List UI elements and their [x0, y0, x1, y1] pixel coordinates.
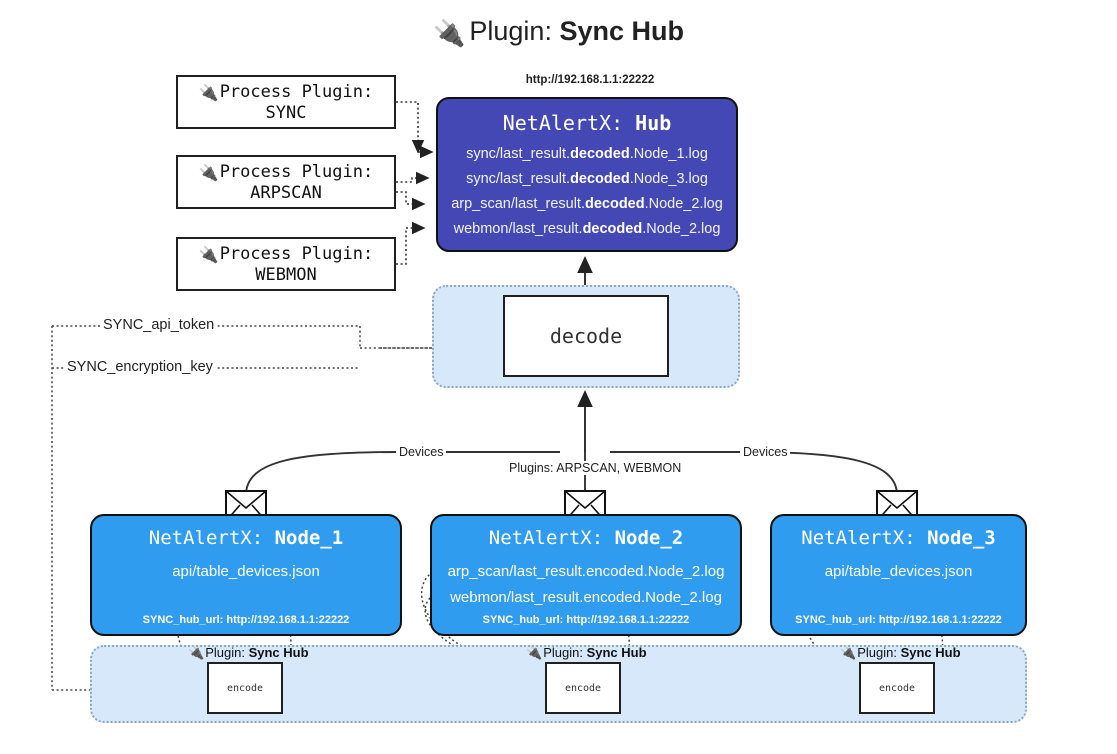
node-box-node-3[interactable]: NetAlertX: Node_3 api/table_devices.json… — [770, 514, 1027, 636]
hub-title-name: Hub — [635, 111, 672, 135]
config-var-api-token: SYNC_api_token — [100, 317, 218, 333]
encoder-plugin-label-2: 🔌Plugin: Sync Hub — [526, 645, 647, 660]
decode-box[interactable]: decode — [503, 295, 669, 377]
encoder-plugin-label-1: 🔌Plugin: Sync Hub — [188, 645, 309, 660]
node-title: NetAlertX: Node_3 — [801, 527, 996, 549]
plug-icon: 🔌 — [433, 18, 466, 48]
node-hub-url: SYNC_hub_url: http://192.168.1.1:22222 — [795, 614, 1002, 626]
encode-box-1[interactable]: encode — [207, 662, 283, 714]
page-title-prefix: Plugin: — [469, 16, 560, 46]
process-plugin-name: SYNC — [265, 102, 307, 123]
node-title: NetAlertX: Node_1 — [148, 527, 344, 549]
hub-log-line: sync/last_result.decoded.Node_3.log — [466, 171, 708, 187]
process-plugin-label: Process Plugin: — [219, 243, 374, 264]
hub-log-line: webmon/last_result.decoded.Node_2.log — [453, 221, 721, 237]
encode-box-3[interactable]: encode — [859, 662, 935, 714]
page-title-name: Sync Hub — [559, 16, 684, 46]
hub-node[interactable]: NetAlertX: Hub sync/last_result.decoded.… — [436, 97, 738, 252]
process-plugin-name: ARPSCAN — [250, 182, 322, 203]
process-plugin-name: WEBMON — [255, 264, 317, 285]
page-title: 🔌Plugin: Sync Hub — [0, 16, 1117, 49]
edge-label-plugins-center: Plugins: ARPSCAN, WEBMON — [506, 461, 685, 475]
hub-log-list: sync/last_result.decoded.Node_1.log sync… — [438, 142, 736, 242]
encode-box-2[interactable]: encode — [545, 662, 621, 714]
hub-log-line: arp_scan/last_result.decoded.Node_2.log — [451, 196, 723, 212]
process-plugin-label: Process Plugin: — [219, 161, 374, 182]
node-hub-url: SYNC_hub_url: http://192.168.1.1:22222 — [142, 614, 350, 626]
node-line: api/table_devices.json — [824, 563, 973, 580]
process-plugin-box-sync[interactable]: 🔌Process Plugin: SYNC — [176, 75, 396, 129]
hub-log-line: sync/last_result.decoded.Node_1.log — [466, 146, 708, 162]
node-box-node-2[interactable]: NetAlertX: Node_2 arp_scan/last_result.e… — [430, 514, 742, 636]
edge-label-devices-right: Devices — [740, 445, 791, 459]
node-hub-url: SYNC_hub_url: http://192.168.1.1:22222 — [482, 614, 690, 626]
node-box-node-1[interactable]: NetAlertX: Node_1 api/table_devices.json… — [90, 514, 402, 636]
node-line: arp_scan/last_result.encoded.Node_2.log — [447, 563, 725, 580]
config-var-encryption-key: SYNC_encryption_key — [64, 359, 216, 375]
plug-icon: 🔌 — [198, 246, 219, 264]
node-line: webmon/last_result.encoded.Node_2.log — [450, 589, 722, 606]
process-plugin-label: Process Plugin: — [219, 81, 374, 102]
plug-icon: 🔌 — [526, 645, 543, 660]
edge-label-devices-left: Devices — [396, 445, 447, 459]
node-lines: arp_scan/last_result.encoded.Node_2.log … — [432, 559, 740, 611]
hub-title: NetAlertX: Hub — [438, 111, 736, 135]
encoder-plugin-label-3: 🔌Plugin: Sync Hub — [840, 645, 961, 660]
node-line: api/table_devices.json — [172, 563, 320, 580]
node-lines: api/table_devices.json — [92, 559, 400, 585]
process-plugin-box-arpscan[interactable]: 🔌Process Plugin: ARPSCAN — [176, 155, 396, 209]
hub-title-prefix: NetAlertX: — [502, 111, 636, 135]
node-lines: api/table_devices.json — [772, 559, 1025, 585]
hub-url-label: http://192.168.1.1:22222 — [525, 74, 655, 86]
plug-icon: 🔌 — [188, 645, 205, 660]
plug-icon: 🔌 — [840, 645, 857, 660]
process-plugin-box-webmon[interactable]: 🔌Process Plugin: WEBMON — [176, 237, 396, 291]
plug-icon: 🔌 — [198, 84, 219, 102]
plug-icon: 🔌 — [198, 164, 219, 182]
node-title: NetAlertX: Node_2 — [488, 527, 684, 549]
